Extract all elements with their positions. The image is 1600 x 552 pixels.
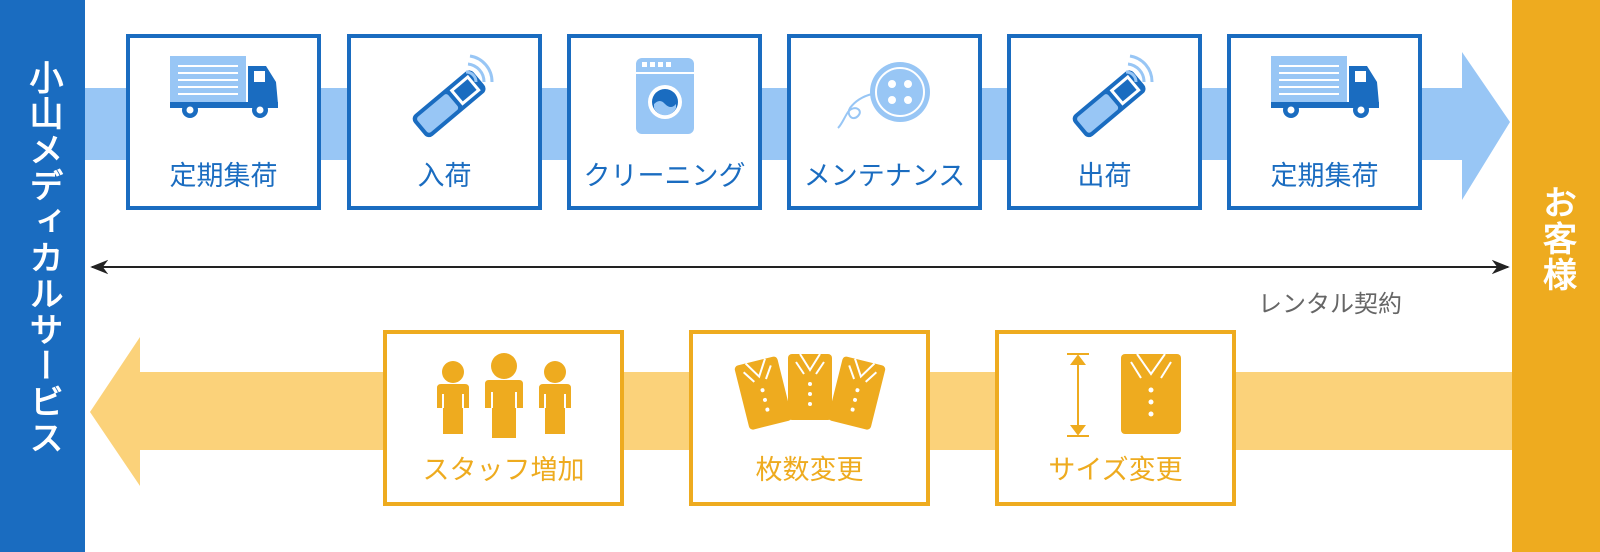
step-label: 出荷 <box>1077 161 1132 192</box>
button-thread-icon <box>791 52 978 144</box>
request-label: 枚数変更 <box>755 455 864 486</box>
request-label: スタッフ増加 <box>422 455 585 486</box>
step-receiving: 入荷 <box>347 34 542 210</box>
provider-name: 小山メディカルサービス <box>23 60 63 456</box>
request-size-change: サイズ変更 <box>995 330 1236 506</box>
step-shipping: 出荷 <box>1007 34 1202 210</box>
step-maintenance: メンテナンス <box>787 34 982 210</box>
step-cleaning: クリーニング <box>567 34 762 210</box>
customer-bar: お客様 <box>1512 0 1600 552</box>
uniform-cards-icon <box>693 346 926 442</box>
uniform-size-icon <box>999 346 1232 442</box>
step-pickup: 定期集荷 <box>126 34 321 210</box>
delivery-truck-icon <box>130 52 317 144</box>
request-quantity-change: 枚数変更 <box>689 330 930 506</box>
customer-name: お客様 <box>1536 185 1577 293</box>
step-label: メンテナンス <box>803 161 966 192</box>
staff-people-icon <box>387 346 620 442</box>
step-label: 定期集荷 <box>169 161 278 192</box>
rental-contract-label: レンタル契約 <box>1258 290 1402 318</box>
delivery-truck-icon <box>1231 52 1418 144</box>
step-pickup: 定期集荷 <box>1227 34 1422 210</box>
provider-bar: 小山メディカルサービス <box>0 0 85 552</box>
request-label: サイズ変更 <box>1048 455 1183 486</box>
handheld-scanner-icon <box>351 52 538 144</box>
step-label: 定期集荷 <box>1270 161 1379 192</box>
washing-machine-icon <box>571 52 758 144</box>
step-label: 入荷 <box>417 161 472 192</box>
handheld-scanner-icon <box>1011 52 1198 144</box>
request-staff-increase: スタッフ増加 <box>383 330 624 506</box>
step-label: クリーニング <box>583 161 746 192</box>
